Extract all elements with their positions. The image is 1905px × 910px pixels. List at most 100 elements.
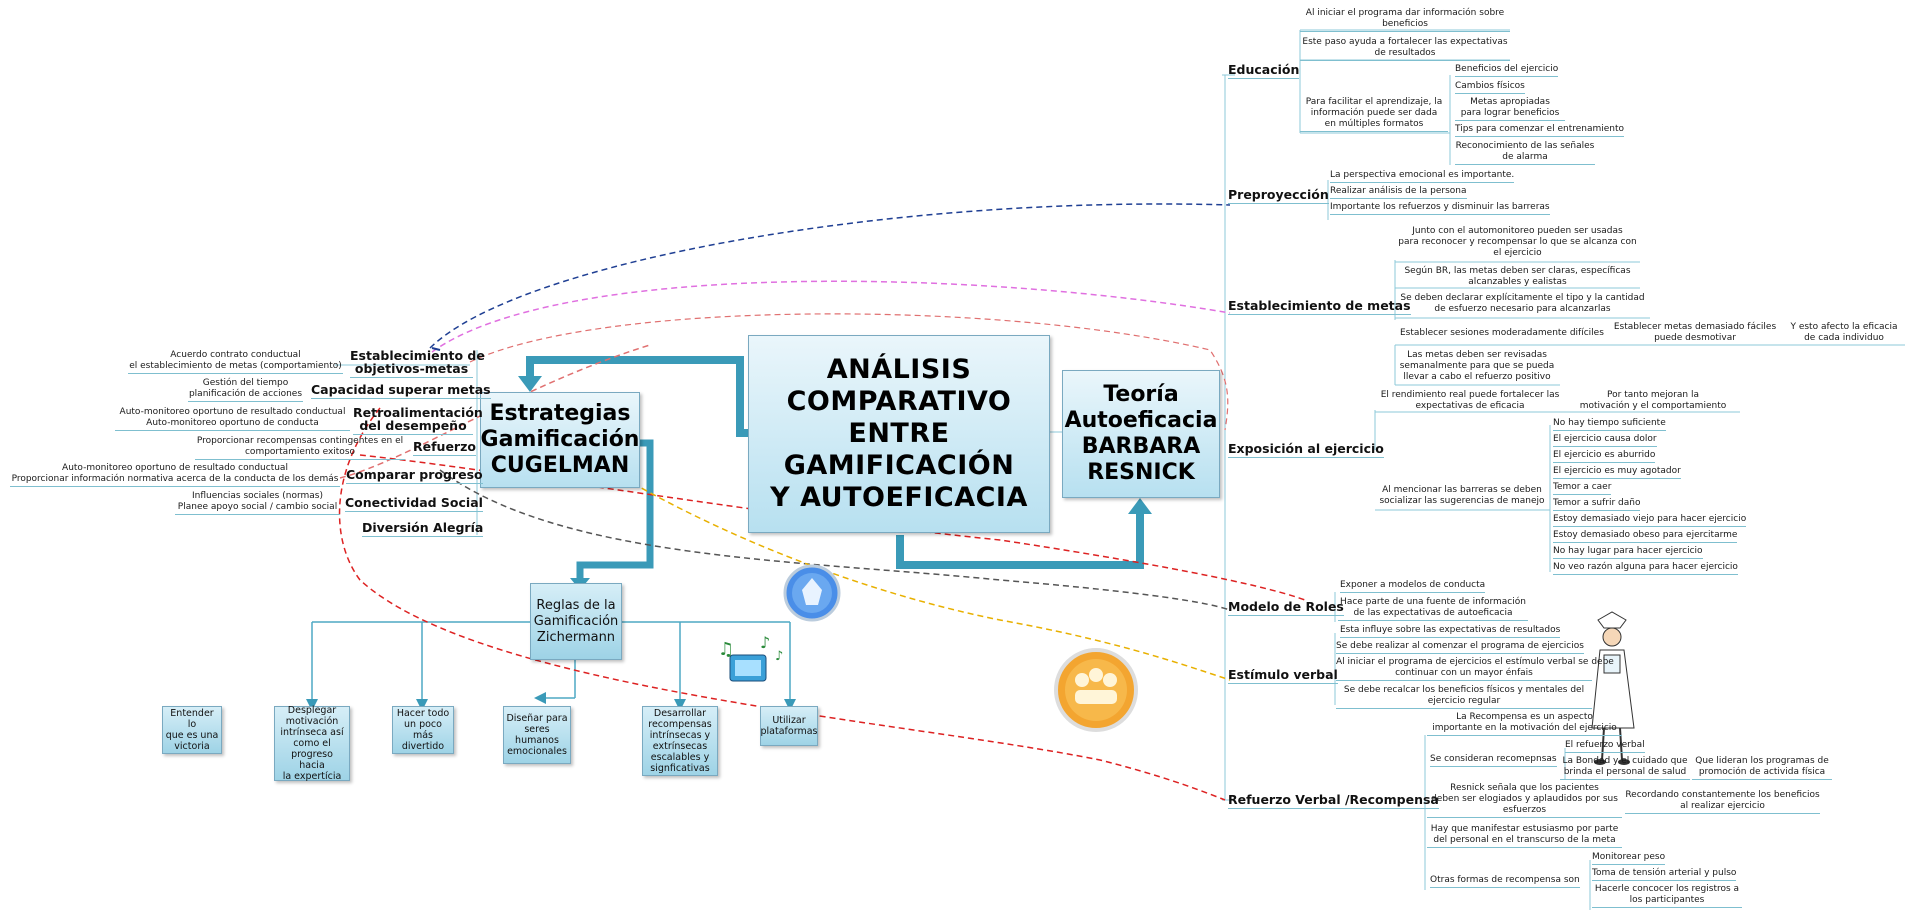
desc-text: Para facilitar el aprendizaje, la (1305, 97, 1443, 107)
desc-text: Reconocimiento de las señales (1455, 141, 1595, 151)
desc-text: el ejercicio (1493, 248, 1542, 258)
desc-text: continuar con un mayor énfais (1395, 668, 1533, 678)
award-icon (783, 564, 841, 622)
label-text: Establecimiento de (350, 348, 485, 363)
educacion-sub-beneficios: Beneficios del ejercicio (1455, 64, 1559, 77)
desc-text: los participantes (1629, 895, 1705, 905)
metas-d: Establecer sesiones moderadamente difíci… (1400, 328, 1604, 338)
barrier-item: No veo razón alguna para hacer ejercicio (1553, 562, 1738, 575)
label-establecimiento-metas[interactable]: Establecimiento de metas (1228, 298, 1411, 315)
desc-text: esfuerzos (1502, 805, 1547, 815)
verbal-c: Al iniciar el programa de ejercicios el … (1336, 657, 1614, 681)
desc-text: de resultados (1374, 48, 1436, 58)
zichermann-line-1: Reglas de la (536, 597, 616, 613)
metas-c: Se deben declarar explícitamente el tipo… (1395, 293, 1650, 315)
desc-text: Auto-monitoreo oportuno de resultado con… (62, 463, 288, 473)
exposicion-c: Al mencionar las barreras se deben socia… (1376, 485, 1548, 507)
label-modelo-roles[interactable]: Modelo de Roles (1228, 599, 1344, 616)
cugelman-node[interactable]: Estrategias Gamificación CUGELMAN (480, 392, 640, 488)
educacion-c: Para facilitar el aprendizaje, la inform… (1300, 97, 1448, 132)
educacion-b: Este paso ayuda a fortalecer las expecta… (1300, 37, 1510, 61)
desc-text: Resnick señala que los pacientes (1450, 783, 1599, 793)
label-capacidad-superar-metas[interactable]: Capacidad superar metas (311, 382, 491, 399)
desc-text: deben ser elogiados y aplaudidos por sus (1431, 794, 1618, 804)
label-preproyeccion[interactable]: Preproyección (1228, 187, 1329, 204)
resnick-node[interactable]: Teoría Autoeficacia BARBARA RESNICK (1062, 370, 1220, 498)
metas-e: Establecer metas demasiado fáciles puede… (1612, 322, 1778, 344)
desc-text: expectativas de eficacia (1415, 401, 1525, 411)
verbal-d: Se debe recalcar los beneficios físicos … (1336, 685, 1592, 709)
zichermann-line-2: Gamificación (533, 613, 619, 629)
desc-text: el establecimiento de metas (comportamie… (129, 361, 342, 371)
recompensa-e-sub: Monitorear peso (1592, 852, 1666, 865)
desc-text: llevar a cabo el refuerzo positivo (1403, 372, 1551, 382)
desc-text: en múltiples formatos (1324, 119, 1424, 129)
desc-text: Hay que manifestar estusiasmo por parte (1430, 824, 1619, 834)
label-retroalimentacion[interactable]: Retroalimentación del desempeño (353, 406, 483, 435)
educacion-a: Al iniciar el programa dar información s… (1300, 8, 1510, 32)
group-people-icon (1054, 648, 1138, 732)
desc-social: Influencias sociales (normas) Planee apo… (175, 491, 340, 515)
preproyeccion-item: Realizar análisis de la persona (1330, 186, 1467, 199)
metas-a: Junto con el automonitoreo pueden ser us… (1395, 226, 1640, 259)
desc-text: Al iniciar el programa de ejercicios el … (1336, 657, 1614, 667)
label-conectividad-social[interactable]: Conectividad Social (345, 495, 483, 512)
educacion-sub-cambios: Cambios físicos (1455, 81, 1525, 94)
rule-text: intrínseca así (280, 727, 344, 738)
desc-capacidad: Gestión del tiempo planificación de acci… (188, 378, 303, 402)
desc-text: socializar las sugerencias de manejo (1379, 496, 1545, 506)
label-educacion[interactable]: Educación (1228, 62, 1300, 79)
desc-text: El rendimiento real puede fortalecer las (1380, 390, 1560, 400)
cugelman-line-1: Estrategias (489, 401, 631, 426)
resnick-line-4: RESNICK (1087, 460, 1195, 485)
label-refuerzo-recompensa[interactable]: Refuerzo Verbal /Recompensa (1228, 792, 1439, 809)
desc-text: Hacerle concocer los registros a (1594, 884, 1740, 894)
barrier-item: El ejercicio es aburrido (1553, 450, 1656, 463)
desc-text: de alarma (1502, 152, 1548, 162)
title-line-5: Y AUTOEFICACIA (770, 482, 1028, 513)
svg-text:♪: ♪ (760, 633, 770, 652)
desc-text: planificación de acciones (188, 389, 303, 399)
desc-text: Acuerdo contrato conductual (170, 350, 301, 360)
desc-text: del personal en el transcurso de la meta (1433, 835, 1616, 845)
desc-text: para reconocer y recompensar lo que se a… (1398, 237, 1637, 247)
desc-text: Recordando constantemente los beneficios (1625, 790, 1820, 800)
label-estimulo-verbal[interactable]: Estímulo verbal (1228, 667, 1338, 684)
title-line-1: ANÁLISIS (826, 354, 972, 385)
metas-g: Las metas deben ser revisadas semanalmen… (1397, 350, 1557, 383)
metas-f: Y esto afecto la eficacia de cada indivi… (1785, 322, 1903, 344)
central-title-node[interactable]: ANÁLISIS COMPARATIVO ENTRE GAMIFICACIÓN … (748, 335, 1050, 533)
recompensa-d: Hay que manifestar estusiasmo por parte … (1427, 824, 1622, 848)
nurse-icon (1591, 611, 1635, 765)
desc-text: para lograr beneficios (1460, 108, 1560, 118)
educacion-sub-metas: Metas apropiadas para lograr beneficios (1455, 97, 1565, 121)
rule-text: signficativas (650, 763, 710, 774)
rule-text: progreso hacia (291, 749, 333, 771)
rule-text: Utilizar (772, 715, 806, 726)
educacion-sub-reconocimiento: Reconocimiento de las señales de alarma (1455, 141, 1595, 165)
rule-text: emocionales (507, 746, 567, 757)
desc-text: Hace parte de una fuente de información (1340, 597, 1526, 607)
rule-text: divertido (401, 741, 445, 752)
barrier-item: No hay tiempo suficiente (1553, 418, 1666, 431)
metas-b: Según BR, las metas deben ser claras, es… (1395, 266, 1640, 288)
barrier-item: Temor a caer (1553, 482, 1612, 495)
label-diversion-alegria[interactable]: Diversión Alegría (362, 520, 484, 537)
label-exposicion-ejercicio[interactable]: Exposición al ejercicio (1228, 441, 1384, 458)
desc-text: Junto con el automonitoreo pueden ser us… (1412, 226, 1623, 236)
rule-text: recompensas (648, 719, 712, 730)
label-comparar-progreso[interactable]: Comparar progreso (346, 467, 483, 484)
desc-refuerzo: Proporcionar recompensas contingentes en… (195, 436, 405, 460)
label-refuerzo[interactable]: Refuerzo (413, 439, 476, 456)
barrier-item: Estoy demasiado viejo para hacer ejercic… (1553, 514, 1747, 527)
desc-text: Se debe recalcar los beneficios físicos … (1343, 685, 1585, 695)
desc-text: brinda el personal de salud (1563, 767, 1687, 777)
zichermann-node[interactable]: Reglas de la Gamificación Zichermann (530, 583, 622, 660)
label-establecimiento-objetivos[interactable]: Establecimiento de objetivos-metas (350, 348, 485, 378)
